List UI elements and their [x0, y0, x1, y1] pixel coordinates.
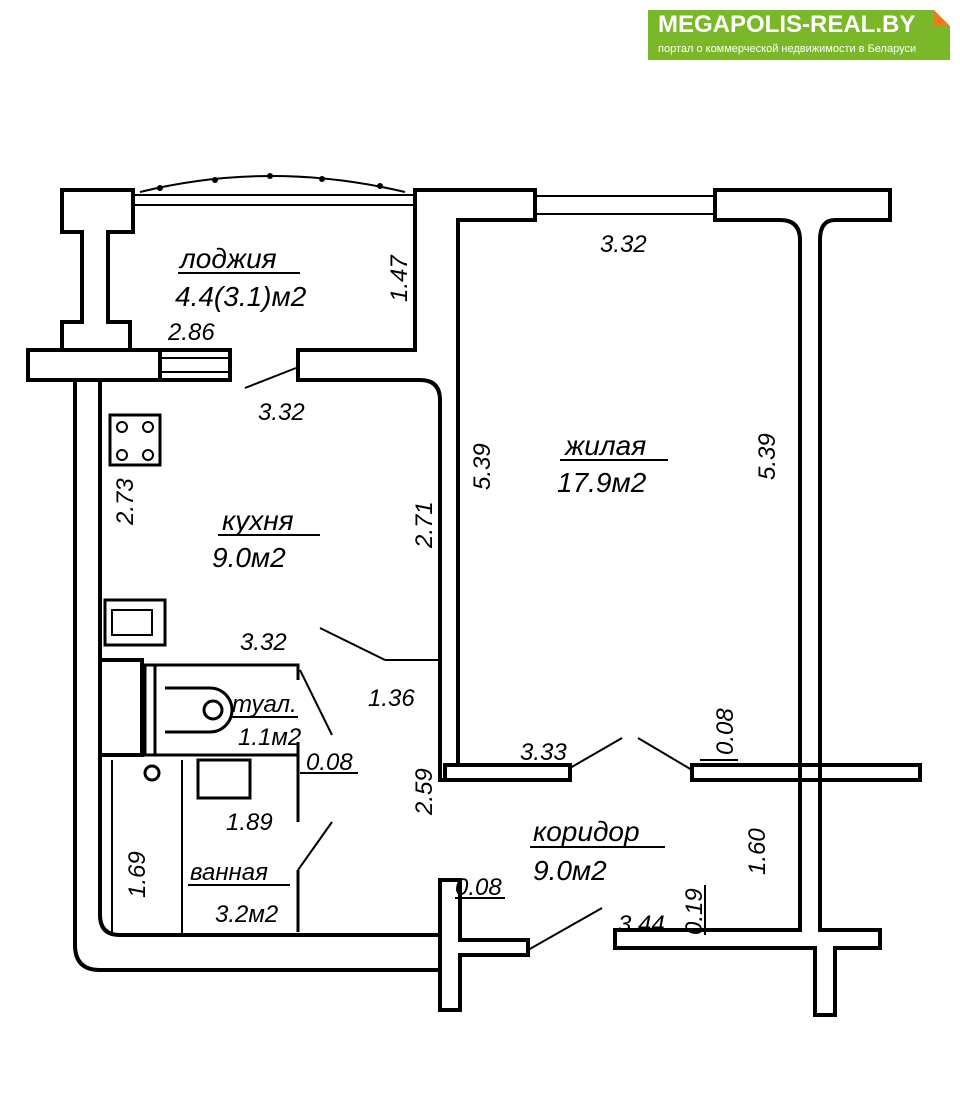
dimension-living-bottom: 3.33 [520, 739, 567, 766]
dimension-kitchen-left: 2.73 [112, 478, 139, 526]
dimension-bath-height: 1.69 [124, 851, 151, 898]
living-name: жилая [563, 430, 646, 461]
megapolis-logo[interactable]: MEGAPOLIS-REAL.BY портал о коммерческой … [648, 10, 950, 60]
dimension-corridor-right: 1.60 [744, 828, 771, 875]
dimension-corridor-bottom: 3.44 [618, 911, 665, 938]
toilet-icon [165, 686, 234, 734]
logo-corner-fold [934, 10, 950, 26]
washbasin-icon [143, 764, 161, 782]
bathroom-area: 3.2м2 [215, 901, 278, 928]
partitions [142, 663, 300, 932]
fixtures [103, 413, 440, 935]
toilet-name: туал. [232, 691, 297, 718]
loggia-area: 4.4(3.1)м2 [175, 281, 307, 312]
dimension-living-left: 5.39 [469, 443, 496, 490]
kitchen-name: кухня [222, 505, 294, 536]
corridor-name: коридор [533, 816, 640, 847]
door-swings [244, 367, 738, 951]
sink-icon [103, 598, 167, 647]
bathroom-name: ванная [190, 859, 268, 886]
dimension-toilet-width: 3.32 [240, 629, 287, 656]
dimension-bath-width: 1.89 [226, 809, 273, 836]
dimension-corridor-step: 0.19 [681, 888, 708, 935]
dimension-partition: 0.08 [306, 749, 353, 776]
dimension-loggia-width: 2.86 [167, 319, 215, 346]
dimension-toilet-door: 1.36 [368, 685, 415, 712]
dimension-loggia-height: 1.47 [386, 254, 413, 302]
logo-title: MEGAPOLIS-REAL.BY [658, 11, 916, 38]
loggia-window [133, 173, 415, 373]
dimension-living-wall: 0.08 [712, 708, 739, 755]
kitchen-area: 9.0м2 [212, 542, 286, 573]
living-area: 17.9м2 [557, 467, 647, 498]
dimension-kitchen-top: 3.32 [258, 399, 305, 426]
dimension-living-top: 3.32 [600, 231, 647, 258]
bathtub-icon [196, 758, 252, 800]
corridor-area: 9.0м2 [533, 855, 607, 886]
room-labels: лоджия 4.4(3.1)м2 жилая 17.9м2 кухня 9.0… [175, 243, 668, 928]
dimension-corridor-left: 2.59 [411, 768, 438, 816]
dimension-kitchen-right: 2.71 [411, 501, 438, 549]
stove-icon [108, 413, 162, 467]
walls [26, 188, 922, 1017]
logo-subtitle: портал о коммерческой недвижимости в Бел… [658, 43, 917, 55]
living-window [534, 195, 716, 215]
toilet-area: 1.1м2 [238, 724, 301, 751]
dimension-corridor-wall: 0.08 [455, 874, 502, 901]
loggia-name: лоджия [178, 243, 277, 274]
dimension-living-right: 5.39 [754, 433, 781, 480]
dimension-labels: 1.47 2.86 3.32 5.39 5.39 3.33 0.08 3.32 … [112, 231, 781, 938]
